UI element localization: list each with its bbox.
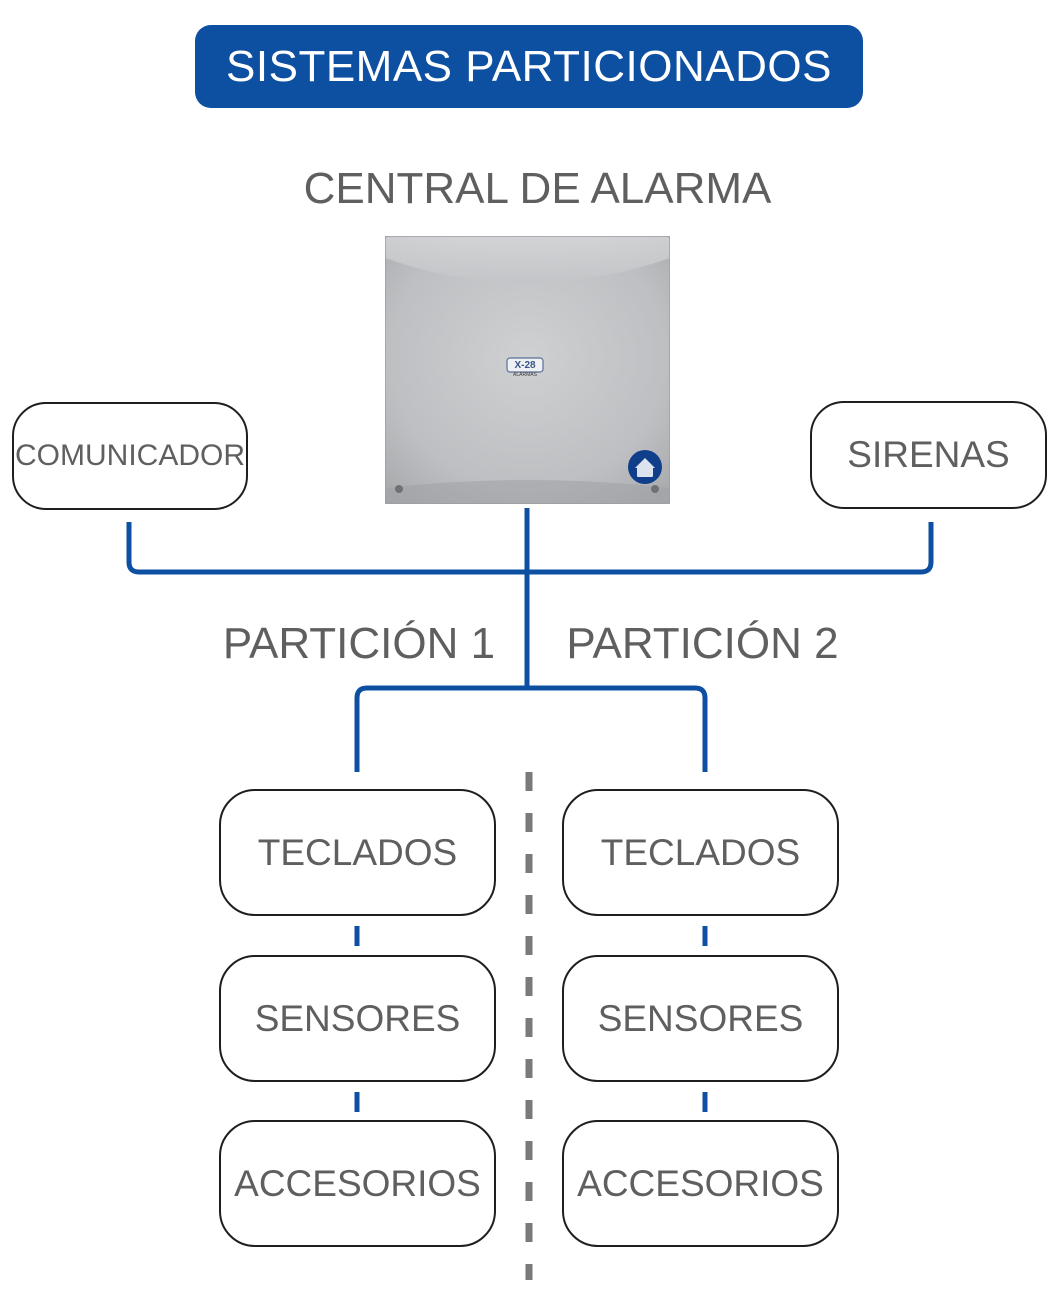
p2-node-accesorios: ACCESORIOS <box>562 1120 839 1247</box>
p1-node-teclados: TECLADOS <box>219 789 496 916</box>
partition-2-label: PARTICIÓN 2 <box>566 619 839 668</box>
title-banner: SISTEMAS PARTICIONADOS <box>195 25 863 108</box>
node-sirenas: SIRENAS <box>810 401 1047 509</box>
title-text: SISTEMAS PARTICIONADOS <box>226 41 832 91</box>
panel-logo-text: X-28 <box>514 360 536 371</box>
central-label: CENTRAL DE ALARMA <box>303 164 772 213</box>
panel-logo-subtext: ALARMAS <box>513 372 537 378</box>
p2-node-teclados: TECLADOS <box>562 789 839 916</box>
node-comunicador: COMUNICADOR <box>12 402 248 510</box>
p1-node-sensores: SENSORES <box>219 955 496 1082</box>
partition-1-label: PARTICIÓN 1 <box>222 619 496 668</box>
top-bus-line <box>126 522 934 575</box>
p1-node-accesorios: ACCESORIOS <box>219 1120 496 1247</box>
p2-node-sensores: SENSORES <box>562 955 839 1082</box>
alarm-panel-device: X-28 ALARMAS <box>384 235 671 505</box>
partition-bus-line <box>354 685 708 772</box>
